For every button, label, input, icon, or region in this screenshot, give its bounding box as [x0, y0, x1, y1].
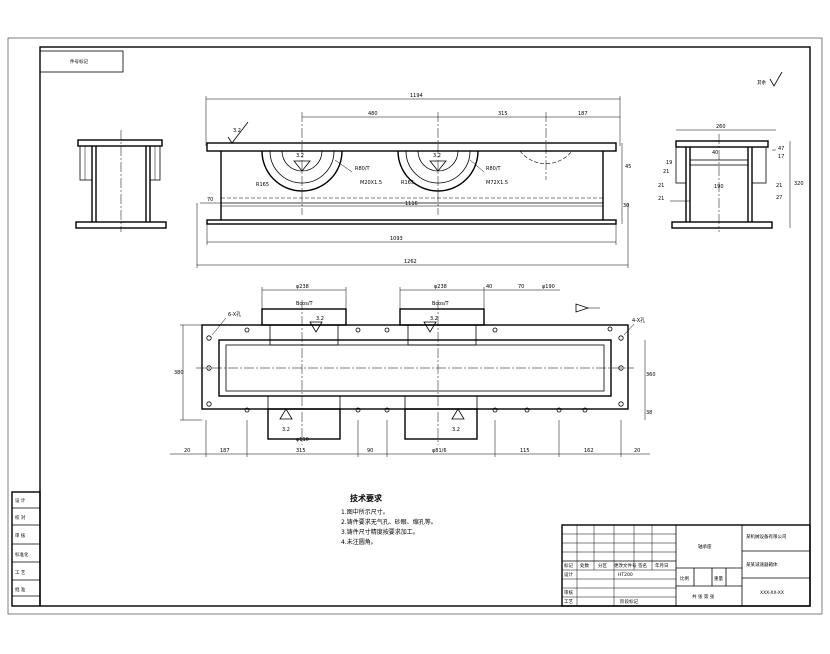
tech-title: 技术要求 [350, 493, 383, 503]
corner-box-label: 件号标记 [70, 58, 88, 65]
roughness-symbol: 其余 [757, 71, 783, 87]
tb-code: XXX-XX-XX [760, 590, 784, 596]
dim-70: 70 [207, 197, 213, 203]
tech-note-2: 2.铸件要求无气孔、砂眼、缩孔等。 [341, 518, 437, 526]
callout-6x: 6-X孔 [228, 311, 241, 318]
plan-roughness-2: 3.2 [430, 316, 438, 322]
dim-phi190: φ190 [542, 284, 555, 290]
label-r80-b: R80/T [486, 166, 502, 172]
tb-weight: 重量 [714, 575, 723, 582]
right-section-view: 260 47 40 19 21 17 21 21 27 190 320 21 [658, 124, 804, 232]
dim-380: 380 [174, 370, 184, 376]
tb-row-3: 工艺 [564, 599, 573, 605]
tb-bottom-center: 阶段标记 [620, 598, 638, 605]
dim-70-plan: 70 [518, 284, 524, 290]
label-r80-a: R80/T [355, 166, 371, 172]
tb-part-name: 某某减速器箱体 [746, 561, 778, 568]
callout-4x: 4-X孔 [632, 317, 645, 324]
dim-1194: 1194 [410, 93, 423, 99]
left-table-row-1: 设 计 [15, 497, 26, 504]
dim-phi238-a: φ238 [296, 284, 309, 290]
dim-47: 47 [778, 146, 784, 152]
left-table-row-3: 审 核 [15, 532, 26, 539]
callout-bcos-b: Bcos/T [432, 301, 450, 307]
tb-company: 某机械设备有限公司 [746, 533, 787, 540]
dim-315: 315 [498, 111, 508, 117]
tb-row-2: 审核 [564, 589, 573, 596]
plan-view: φ238 φ238 40 70 φ190 Bcos/T Bcos/T 3.2 3… [170, 284, 656, 457]
dim-b-phi81: φ81/6 [432, 448, 447, 454]
inner-frame [39, 46, 811, 607]
left-table-row-4: 标准化 [15, 551, 29, 558]
title-block: 标记 处数 分区 更改文件号 签名 年月日 设计 审核 工艺 HT200 阶段标… [561, 524, 811, 607]
tb-material: HT200 [618, 572, 633, 578]
callout-phi110: φ110 [296, 437, 309, 443]
dim-40-plan: 40 [486, 284, 492, 290]
plan-roughness-1: 3.2 [316, 316, 324, 322]
dim-27: 27 [776, 195, 782, 201]
outer-border [7, 37, 823, 615]
dim-b-115: 115 [520, 448, 530, 454]
corner-box [39, 50, 124, 73]
dim-38: 38 [646, 410, 652, 416]
tb-scale: 比例 [680, 575, 689, 582]
plan-roughness-3: 3.2 [282, 427, 290, 433]
dim-21d: 21 [658, 196, 664, 202]
tech-note-4: 4.未注圆角。 [341, 538, 377, 546]
callout-bcos-a: Bcos/T [296, 301, 314, 307]
plan-roughness-4: 3.2 [452, 427, 460, 433]
tb-col-6: 年月日 [655, 562, 669, 569]
left-table-row-2: 校 对 [15, 514, 26, 521]
dim-1093: 1093 [390, 236, 403, 242]
dim-1262: 1262 [404, 259, 417, 265]
dim-19: 19 [666, 160, 672, 166]
label-r165-a: R165 [256, 182, 269, 188]
dim-b-20a: 20 [184, 448, 190, 454]
left-section-view [75, 130, 167, 232]
dim-21c: 21 [776, 183, 782, 189]
label-m20: M20X1.5 [360, 180, 382, 186]
dim-40: 40 [712, 150, 718, 156]
dim-b-315: 315 [296, 448, 306, 454]
front-view: 1194 480 315 187 3.2 3.2 3.2 R165 R80 [196, 93, 631, 268]
tb-col-5: 签名 [638, 562, 647, 569]
front-roughness-3: 3.2 [433, 153, 441, 159]
dim-260: 260 [716, 124, 726, 130]
tb-col-3: 分区 [598, 562, 607, 569]
left-sign-table: 设 计 校 对 审 核 标准化 工 艺 批 准 [11, 491, 41, 607]
dim-b-162: 162 [584, 448, 594, 454]
dim-320: 320 [794, 181, 804, 187]
tb-col-2: 处数 [580, 562, 589, 569]
tb-col-4: 更改文件号 [614, 562, 637, 569]
tb-sheet: 共 张 第 张 [692, 593, 715, 600]
front-roughness-1: 3.2 [233, 128, 241, 134]
dim-360: 360 [646, 372, 656, 378]
label-r165-b: R165 [401, 180, 414, 186]
tb-col-1: 标记 [564, 562, 573, 569]
dim-b-20b: 20 [634, 448, 640, 454]
dim-187: 187 [578, 111, 588, 117]
dim-30: 30 [623, 203, 629, 209]
dim-b-187: 187 [220, 448, 230, 454]
dim-17: 17 [778, 154, 784, 160]
left-table-row-6: 批 准 [15, 586, 26, 593]
dim-21b: 21 [658, 183, 664, 189]
roughness-label: 其余 [757, 79, 766, 86]
left-table-row-5: 工 艺 [15, 570, 26, 576]
tb-drawing-name: 轴承座 [698, 543, 712, 550]
technical-requirements: 技术要求 1.图中所示尺寸。 2.铸件要求无气孔、砂眼、缩孔等。 3.铸件尺寸精… [341, 493, 437, 546]
front-roughness-2: 3.2 [296, 153, 304, 159]
tech-note-3: 3.铸件尺寸精度按要求加工。 [341, 528, 419, 536]
dim-480: 480 [368, 111, 378, 117]
dim-190: 190 [714, 184, 724, 190]
tb-row-1: 设计 [564, 571, 573, 578]
label-m72: M72X1.5 [486, 180, 508, 186]
dim-phi238-b: φ238 [434, 284, 447, 290]
dim-b-90: 90 [367, 448, 373, 454]
tech-note-1: 1.图中所示尺寸。 [341, 508, 389, 516]
dim-21a: 21 [663, 169, 669, 175]
dim-1116: 1116 [405, 201, 418, 207]
dim-45: 45 [625, 164, 631, 170]
